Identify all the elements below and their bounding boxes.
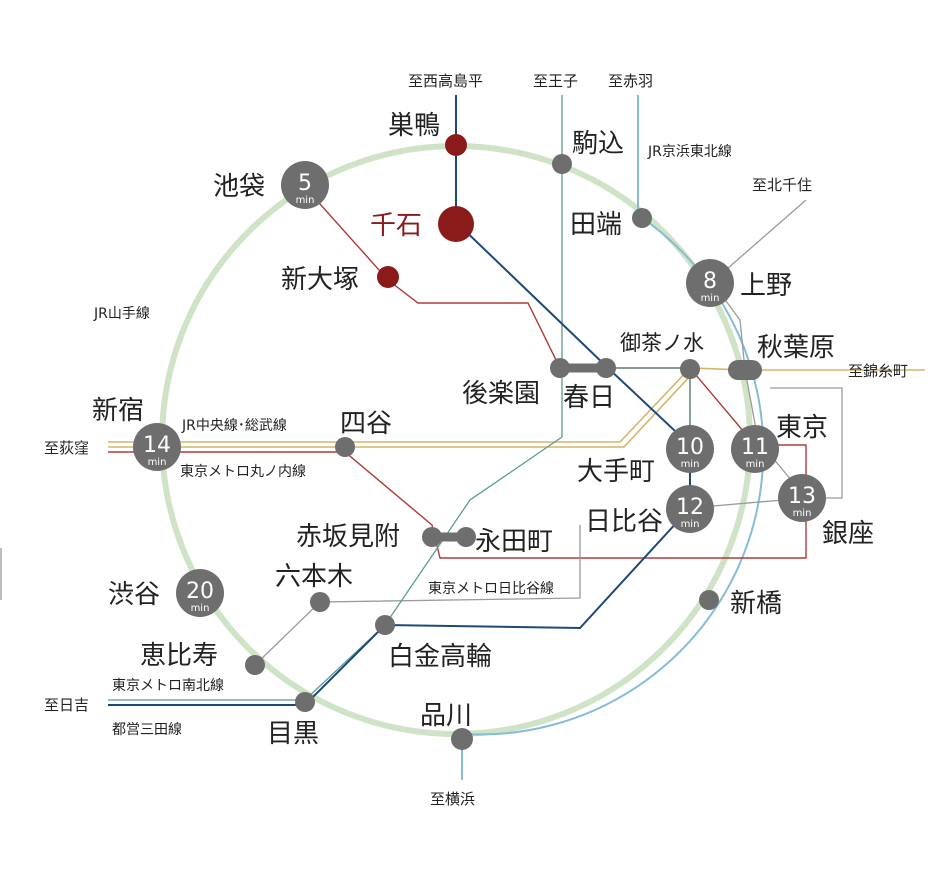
label-otemachi: 大手町 <box>577 457 655 487</box>
highlight-dots <box>377 134 474 288</box>
label-akihabara: 秋葉原 <box>757 333 835 363</box>
station-dot-akasakamitsuke <box>422 527 442 547</box>
svg-text:min: min <box>681 519 700 530</box>
station-dot-ebisu <box>245 655 265 675</box>
station-dots <box>245 154 719 750</box>
label-line-hibiya: 東京メトロ日比谷線 <box>428 581 554 597</box>
keihin-tohoku-line <box>461 95 765 780</box>
svg-text:11: 11 <box>741 435 769 460</box>
time-badge-ginza: 13 min <box>778 474 826 522</box>
time-badge-shibuya: 20 min <box>176 569 224 617</box>
label-dest-oji: 至王子 <box>533 72 578 90</box>
label-line-keihin: JR京浜東北線 <box>647 144 732 160</box>
label-line-namboku: 東京メトロ南北線 <box>112 678 224 694</box>
station-dot-shinbashi <box>699 590 719 610</box>
svg-text:20: 20 <box>186 579 214 604</box>
station-dot-nagatacho <box>456 527 476 547</box>
station-dot-shirokanetakanawa <box>375 615 395 635</box>
label-yotsuya: 四谷 <box>340 409 392 439</box>
label-ochanomizu: 御茶ノ水 <box>620 331 704 355</box>
station-dot-korakuen <box>550 358 570 378</box>
svg-text:min: min <box>296 195 315 206</box>
svg-text:min: min <box>681 459 700 470</box>
station-dot-ochanomizu <box>680 359 700 379</box>
svg-text:12: 12 <box>676 495 704 520</box>
station-dot-sengoku <box>438 206 474 242</box>
svg-text:min: min <box>701 293 720 304</box>
station-dot-komagome <box>552 154 572 174</box>
label-line-yamanote: JR山手線 <box>93 306 150 322</box>
label-line-marunouchi: 東京メトロ丸ノ内線 <box>180 464 306 480</box>
svg-text:5: 5 <box>298 171 312 196</box>
label-dest-yokohama: 至横浜 <box>430 790 475 808</box>
label-ueno: 上野 <box>740 271 792 301</box>
time-badge-otemachi: 10 min <box>666 425 714 473</box>
label-dest-hiyoshi: 至日吉 <box>44 696 89 714</box>
time-badge-ueno: 8 min <box>686 259 734 307</box>
label-shinotsuka: 新大塚 <box>281 265 359 295</box>
station-dot-shinotsuka <box>377 266 399 288</box>
label-komagome: 駒込 <box>572 129 624 159</box>
station-dot-sugamo <box>445 134 467 156</box>
label-shinagawa: 品川 <box>420 701 472 731</box>
station-dot-tabata <box>632 208 652 228</box>
label-dest-nishitakashimadaira: 至西高島平 <box>408 72 483 90</box>
svg-text:min: min <box>746 459 765 470</box>
label-tabata: 田端 <box>570 210 622 240</box>
station-dot-shinagawa <box>451 728 473 750</box>
label-sugamo: 巣鴨 <box>388 111 440 141</box>
label-ginza: 銀座 <box>822 519 874 549</box>
time-badge-shinjuku: 14 min <box>133 423 181 471</box>
station-dot-roppongi <box>310 592 330 612</box>
label-shirokanetakanawa: 白金高輪 <box>388 642 492 672</box>
label-korakuen: 後楽園 <box>462 379 540 409</box>
label-ikebukuro: 池袋 <box>213 172 265 202</box>
label-shibuya: 渋谷 <box>108 580 160 610</box>
time-badge-ikebukuro: 5 min <box>281 161 329 209</box>
label-line-chuo: JR中央線･総武線 <box>181 418 287 434</box>
svg-text:13: 13 <box>788 484 816 509</box>
label-meguro: 目黒 <box>267 719 319 749</box>
svg-text:8: 8 <box>703 269 717 294</box>
label-ebisu: 恵比寿 <box>140 641 218 671</box>
label-dest-kinshicho: 至錦糸町 <box>848 362 908 380</box>
label-sengoku: 千石 <box>370 211 422 241</box>
edge-mark <box>0 548 2 600</box>
label-shinjuku: 新宿 <box>92 396 144 426</box>
svg-text:14: 14 <box>143 433 171 458</box>
label-hibiya: 日比谷 <box>585 507 663 537</box>
label-akasakamitsuke: 赤坂見附 <box>296 522 400 552</box>
svg-text:10: 10 <box>676 435 704 460</box>
label-dest-akabane: 至赤羽 <box>608 72 653 90</box>
svg-text:min: min <box>793 508 812 519</box>
label-roppongi: 六本木 <box>275 562 353 592</box>
label-kasuga: 春日 <box>563 383 615 413</box>
station-dot-meguro <box>295 692 315 712</box>
time-badge-tokyo: 11 min <box>731 425 779 473</box>
station-dot-yotsuya <box>335 437 355 457</box>
label-nagatacho: 永田町 <box>475 527 553 557</box>
svg-text:min: min <box>148 457 167 468</box>
time-badge-hibiya: 12 min <box>666 485 714 533</box>
station-dot-kasuga <box>596 358 616 378</box>
label-dest-kitasenju: 至北千住 <box>752 176 812 194</box>
label-shinbashi: 新橋 <box>730 589 782 619</box>
svg-text:min: min <box>191 603 210 614</box>
label-tokyo: 東京 <box>776 413 828 443</box>
label-dest-ogikubo: 至荻窪 <box>44 439 89 457</box>
label-line-mita: 都営三田線 <box>112 722 182 738</box>
